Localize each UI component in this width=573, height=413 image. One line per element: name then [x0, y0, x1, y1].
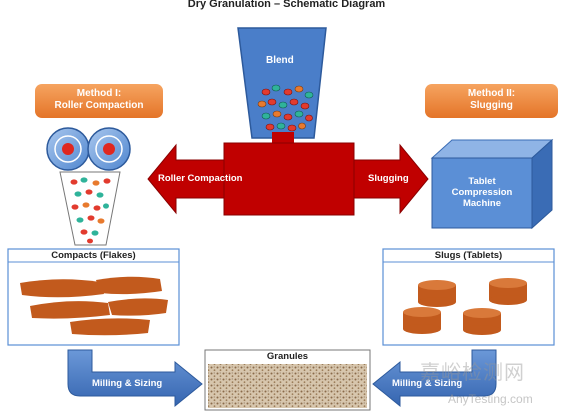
machine-line2: Compression: [451, 187, 513, 198]
funnel-particles: [70, 177, 111, 244]
compact-flakes: [20, 276, 168, 336]
method2-label: Method II: Slugging: [425, 88, 558, 112]
blend-hopper: [237, 27, 327, 139]
slugging-label: Slugging: [368, 173, 409, 184]
central-press-box: [223, 142, 355, 216]
machine-label: Tablet Compression Machine: [432, 176, 532, 209]
compacts-label: Compacts (Flakes): [51, 250, 136, 261]
slug-tablets: [403, 278, 527, 335]
milling-right-label: Milling & Sizing: [392, 378, 463, 389]
method1-line2: Roller Compaction: [54, 100, 144, 111]
granules-fill: [208, 364, 367, 408]
milling-arrow-left: [67, 349, 203, 408]
slug-tablet-2: [489, 278, 527, 305]
machine-line1: Tablet: [468, 176, 496, 187]
machine-line3: Machine: [462, 198, 501, 209]
hopper-neck: [272, 132, 294, 144]
method1-line1: Method I:: [76, 88, 122, 99]
blend-particles: [257, 84, 314, 132]
slugs-label: Slugs (Tablets): [434, 250, 503, 261]
method2-line2: Slugging: [470, 100, 513, 111]
slug-tablet-3: [403, 307, 441, 334]
diagram-title: Dry Granulation – Schematic Diagram: [187, 0, 386, 10]
watermark-en: AnyTesting.com: [448, 392, 533, 406]
method2-box: [425, 84, 558, 118]
machine-top: [430, 139, 554, 159]
roller-left: [46, 127, 90, 171]
method1-box: [35, 84, 163, 118]
method2-line1: Method II:: [467, 88, 516, 99]
milling-left-label: Milling & Sizing: [92, 378, 163, 389]
roller-right: [87, 127, 131, 171]
blend-label: Blend: [266, 55, 294, 66]
watermark-cn: 嘉峪检测网: [420, 362, 525, 384]
roller-funnel: [59, 171, 121, 246]
slug-tablet-1: [418, 280, 456, 307]
machine-front: [431, 157, 533, 229]
milling-arrow-right: [372, 349, 497, 408]
granules-label: Granules: [266, 351, 309, 362]
slug-tablet-4: [463, 308, 501, 335]
roller-compaction-arrow: [147, 143, 225, 215]
slugging-arrow: [353, 143, 429, 215]
method1-label: Method I: Roller Compaction: [35, 88, 163, 112]
roller-compaction-label: Roller Compaction: [158, 173, 243, 184]
